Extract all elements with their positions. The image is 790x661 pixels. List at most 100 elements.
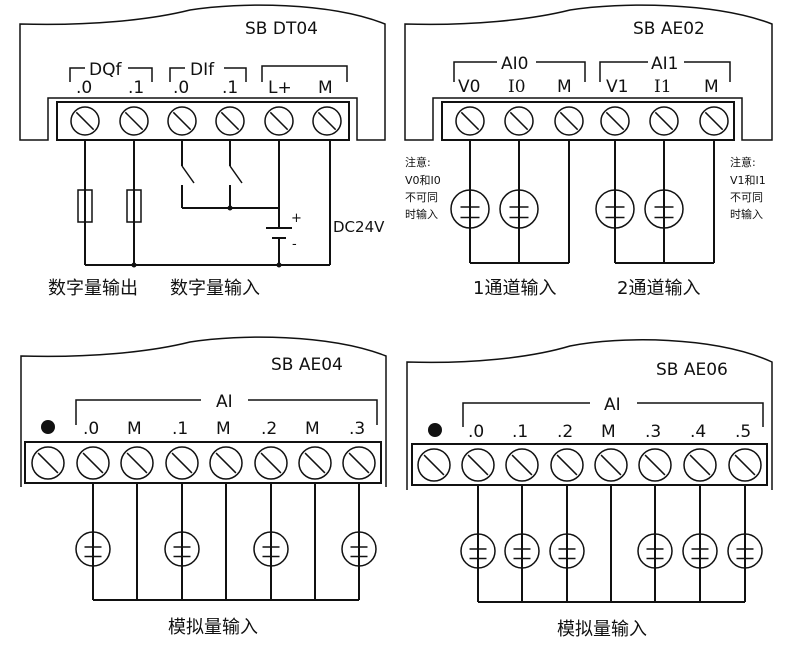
terminal-screw-icon [167,106,197,136]
terminal-label: M [601,422,616,442]
terminal-screw-icon [264,106,294,136]
terminal-label: M [216,419,231,439]
load-resistor [77,189,93,223]
wiring [469,140,715,264]
voltage-source-icon [549,533,585,569]
terminal-screw-icon [312,106,342,136]
terminal-label: M [704,77,719,97]
note-channel-1: 注意: V0和I0 不可同 时输入 [405,155,441,221]
caption-channel-2-input: 2通道输入 [617,278,700,299]
terminal-label: .1 [172,419,188,439]
module-housing [406,339,773,440]
note-line: 不可同 [730,191,763,204]
terminal-label: .2 [261,419,277,439]
caption-digital-input: 数字量输入 [170,278,260,299]
voltage-source-icon [637,533,673,569]
voltage-source-icon [682,533,718,569]
terminal-label: V1 [606,77,628,97]
terminal-screw-icon [699,106,729,136]
input-switch [229,165,243,184]
terminal-label: .1 [128,78,144,98]
terminal-screw-icon [550,448,584,482]
supply-voltage-label: DC24V [333,218,385,236]
terminal-screw-icon [417,448,451,482]
terminal-screw-icon [683,448,717,482]
group-label-ai1: AI1 [651,54,678,74]
group-label-ai: AI [216,392,233,412]
group-bracket-ai0 [453,61,586,82]
load-resistor [126,189,142,223]
terminal-screw-icon [254,446,288,480]
terminal-block [441,101,735,141]
note-line: 不可同 [405,191,438,204]
terminal-screw-icon [455,106,485,136]
terminal-screw-icon [594,448,628,482]
terminal-screw-icon [119,106,149,136]
voltage-source-icon [644,189,684,229]
battery-plus-sign: + [291,211,302,226]
terminal-screw-icon [504,106,534,136]
voltage-source-icon [75,531,111,567]
wiring [77,140,331,268]
group-bracket-power [261,65,348,82]
group-bracket-ai [75,399,378,425]
status-led-icon [41,420,55,434]
terminal-screw-icon [342,446,376,480]
terminal-screw-icon [165,446,199,480]
module-housing [404,4,773,141]
terminal-label: I1 [654,77,672,97]
terminal-label: M [127,419,142,439]
group-bracket-dqf [69,67,153,82]
module-housing [20,336,387,440]
caption-channel-1-input: 1通道输入 [473,278,556,299]
group-bracket-ai [462,402,764,427]
terminal-label: I0 [508,77,526,97]
terminal-label: .3 [645,422,661,442]
terminal-label: .2 [557,422,573,442]
group-label-ai: AI [604,395,621,415]
terminal-screw-icon [600,106,630,136]
voltage-source-icon [504,533,540,569]
voltage-source-icon [450,189,490,229]
terminal-screw-icon [638,448,672,482]
terminal-screw-icon [554,106,584,136]
terminal-label: M [305,419,320,439]
terminal-label: M [318,78,333,98]
module-title: SB DT04 [245,19,318,39]
module-housing [19,4,386,141]
note-line: V0和I0 [405,174,441,187]
caption-analog-input: 模拟量输入 [557,619,647,640]
voltage-source-icon [595,189,635,229]
terminal-screw-icon [505,448,539,482]
wiring [75,484,377,601]
wiring [460,486,763,603]
group-label-ai0: AI0 [501,54,528,74]
terminal-label: .0 [173,78,189,98]
terminal-block [56,101,350,141]
terminal-screw-icon [209,446,243,480]
note-line: 时输入 [405,207,438,221]
terminal-label: L+ [268,78,292,98]
terminal-block [411,443,768,486]
module-title: SB AE06 [656,360,728,380]
group-label-dqf: DQf [89,60,122,80]
terminal-label: .4 [690,422,706,442]
terminal-label: .5 [735,422,751,442]
note-channel-2: 注意: V1和I1 不可同 时输入 [730,155,766,221]
module-title: SB AE02 [633,19,705,39]
caption-digital-output: 数字量输出 [48,278,138,299]
terminal-screw-icon [76,446,110,480]
battery-minus-sign: - [292,237,297,252]
terminal-label: M [557,77,572,97]
terminal-screw-icon [70,106,100,136]
voltage-source-icon [253,531,289,567]
voltage-source-icon [460,533,496,569]
terminal-screw-icon [461,448,495,482]
terminal-label: .0 [76,78,92,98]
input-switch [181,165,195,184]
group-bracket-dif [169,67,247,82]
status-led-icon [428,423,442,437]
terminal-label: .3 [349,419,365,439]
group-bracket-ai1 [599,61,731,82]
voltage-source-icon [727,533,763,569]
